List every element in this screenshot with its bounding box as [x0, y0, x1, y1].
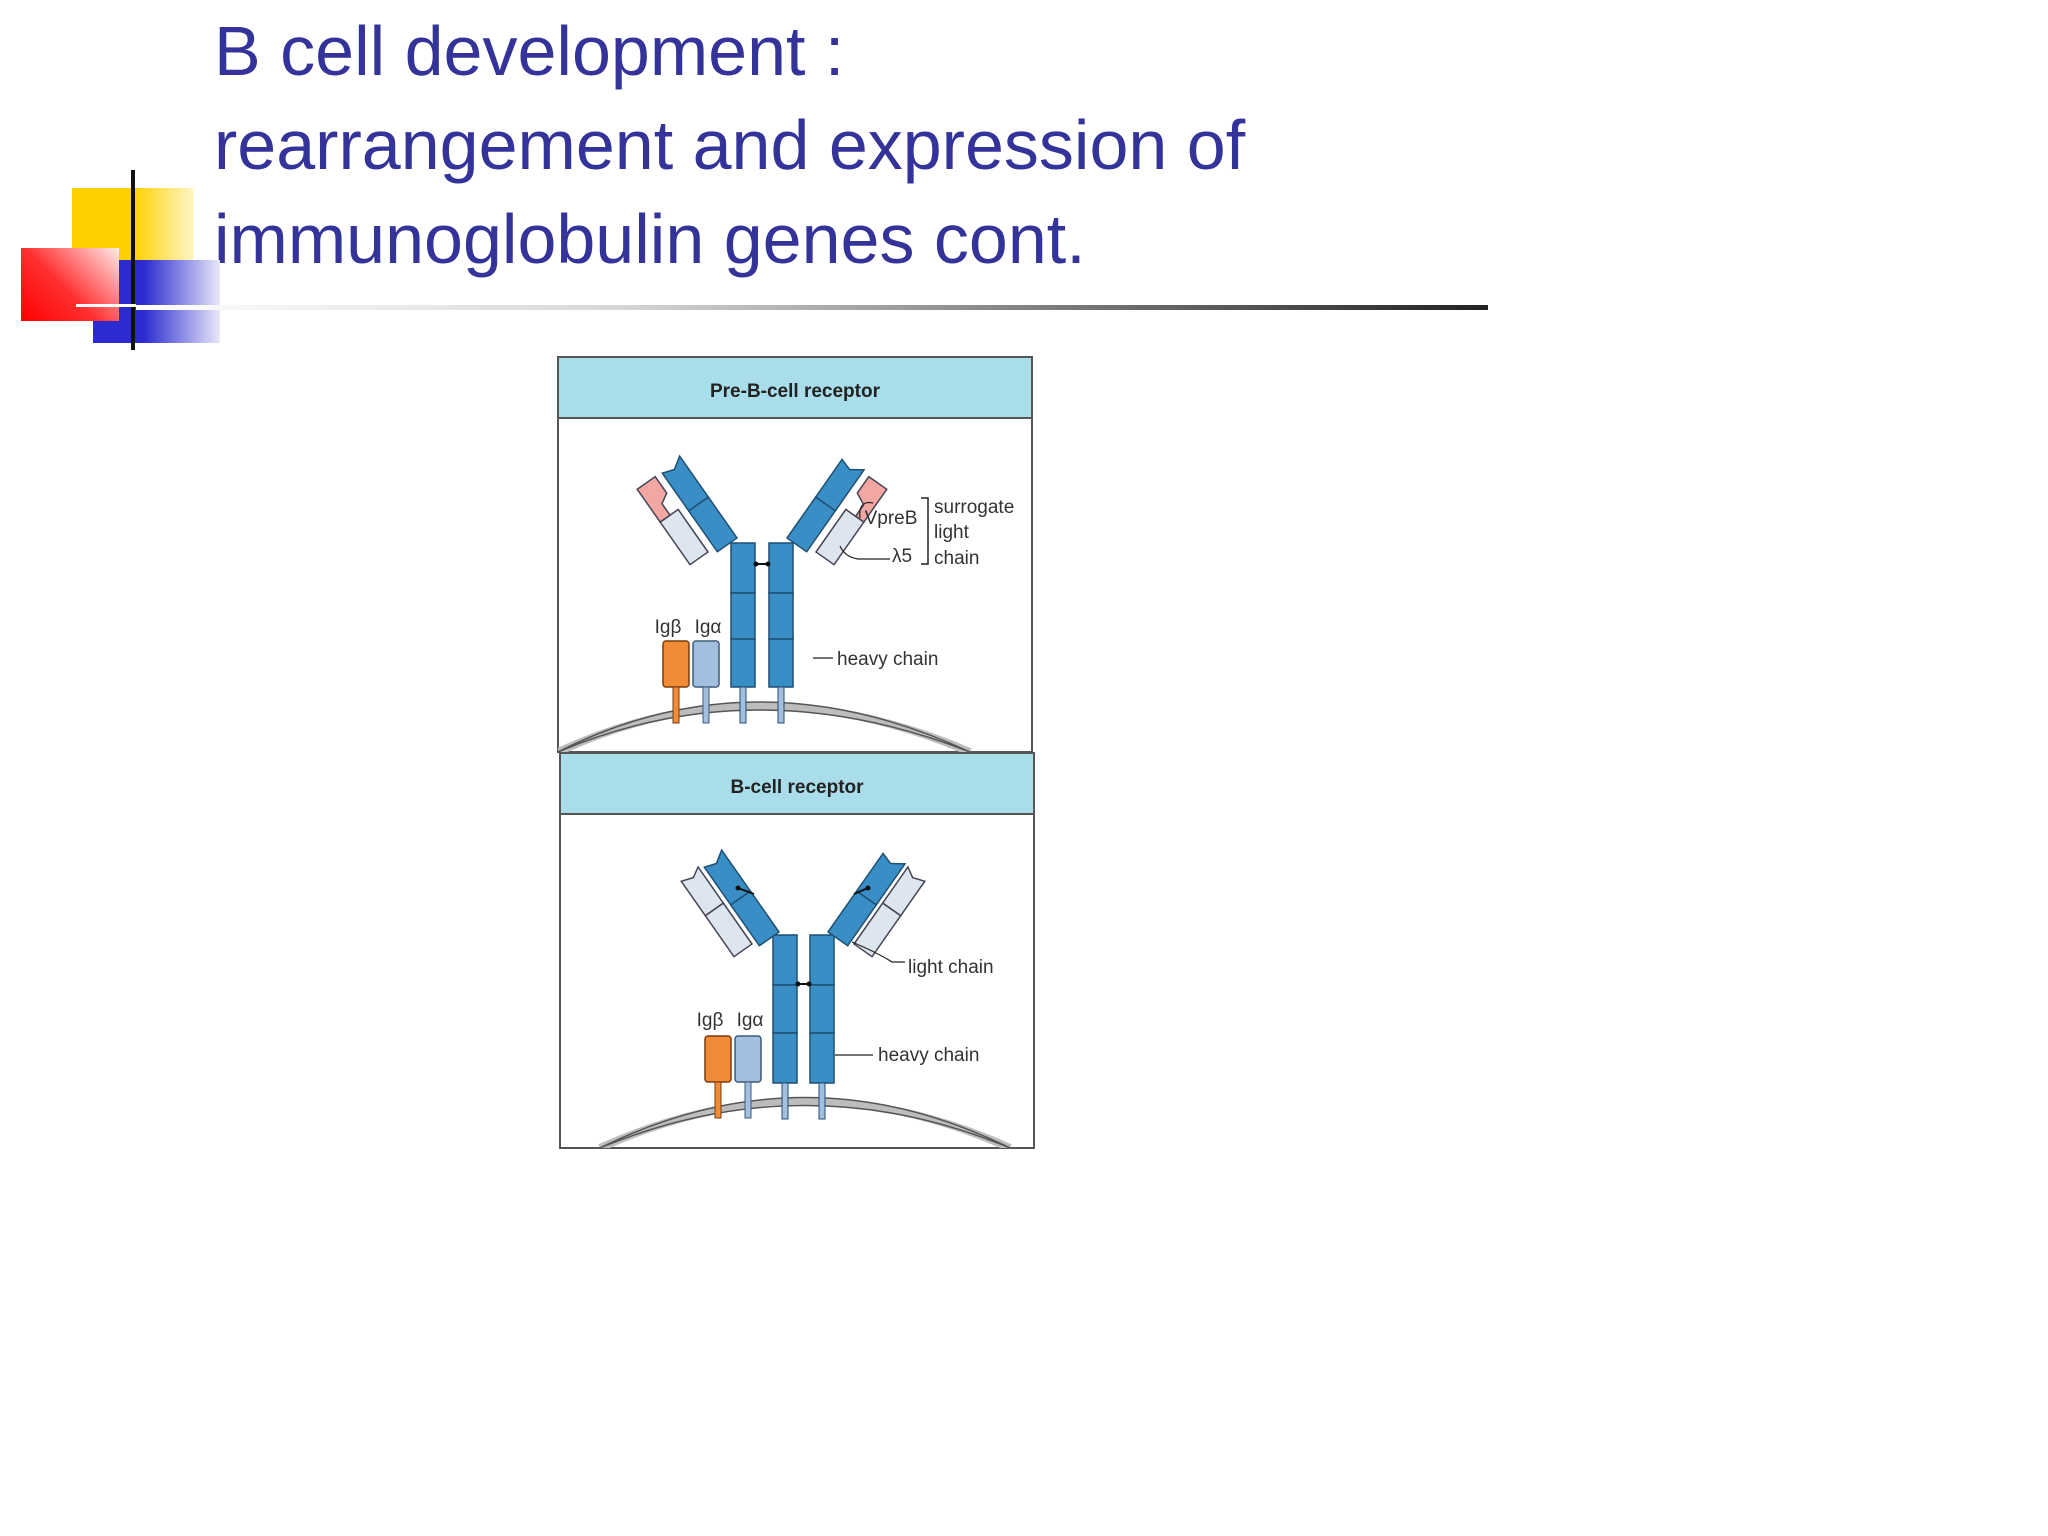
light-chain-right	[852, 865, 927, 958]
ig-beta-molecule	[704, 1035, 732, 1119]
surrogate-label-line-3: chain	[934, 548, 979, 569]
heavy-arm-left	[703, 848, 781, 947]
ig-alpha-molecule	[692, 640, 720, 724]
receptor-diagram: Pre-B-cell receptor	[557, 356, 1035, 1149]
slide-title-line-3: immunoglobulin genes cont.	[214, 200, 1086, 278]
slide-title-line-2: rearrangement and expression of	[214, 106, 1246, 184]
lambda5-label: λ5	[892, 546, 912, 567]
ig-alpha-molecule	[734, 1035, 762, 1119]
ig-beta-label: Igβ	[697, 1010, 724, 1031]
heavy-chain-right	[768, 542, 794, 724]
ig-alpha-label: Igα	[695, 617, 722, 638]
panel-header: Pre-B-cell receptor	[710, 381, 881, 402]
heavy-chain-right	[809, 934, 835, 1120]
heavy-chain-left	[730, 542, 756, 724]
surrogate-light-chain-left	[636, 475, 710, 566]
ig-beta-label: Igβ	[655, 617, 682, 638]
slide-title-line-1: B cell development :	[214, 12, 845, 90]
heavy-arm-left	[661, 454, 739, 553]
cell-membrane	[598, 1097, 1012, 1148]
panel-header-bg	[559, 752, 1035, 815]
surrogate-light-chain-right	[814, 475, 888, 566]
cell-membrane	[558, 702, 972, 752]
surrogate-label-line-1: surrogate	[934, 497, 1014, 518]
heavy-arm-right	[785, 458, 866, 553]
panel-header-bg	[557, 356, 1033, 419]
ig-alpha-label: Igα	[737, 1010, 764, 1031]
title-underline	[136, 305, 1488, 310]
surrogate-label-line-2: light	[934, 522, 970, 543]
heavy-arm-right	[826, 852, 907, 947]
heavy-chain-left	[772, 934, 798, 1120]
panel-header: B-cell receptor	[730, 777, 864, 798]
b-cell-receptor-panel: B-cell receptor	[559, 752, 1035, 1149]
heavy-chain-label: heavy chain	[837, 649, 938, 670]
decor-vertical-line	[131, 170, 135, 350]
heavy-chain-label: heavy chain	[878, 1045, 979, 1066]
decor-red-square	[21, 248, 119, 321]
light-chain-left	[679, 865, 754, 958]
pre-b-cell-receptor-panel: Pre-B-cell receptor	[557, 356, 1033, 753]
light-chain-label: light chain	[908, 957, 994, 978]
decor-white-line	[76, 304, 136, 307]
ig-beta-molecule	[662, 640, 690, 724]
vpreb-label: VpreB	[865, 508, 918, 529]
